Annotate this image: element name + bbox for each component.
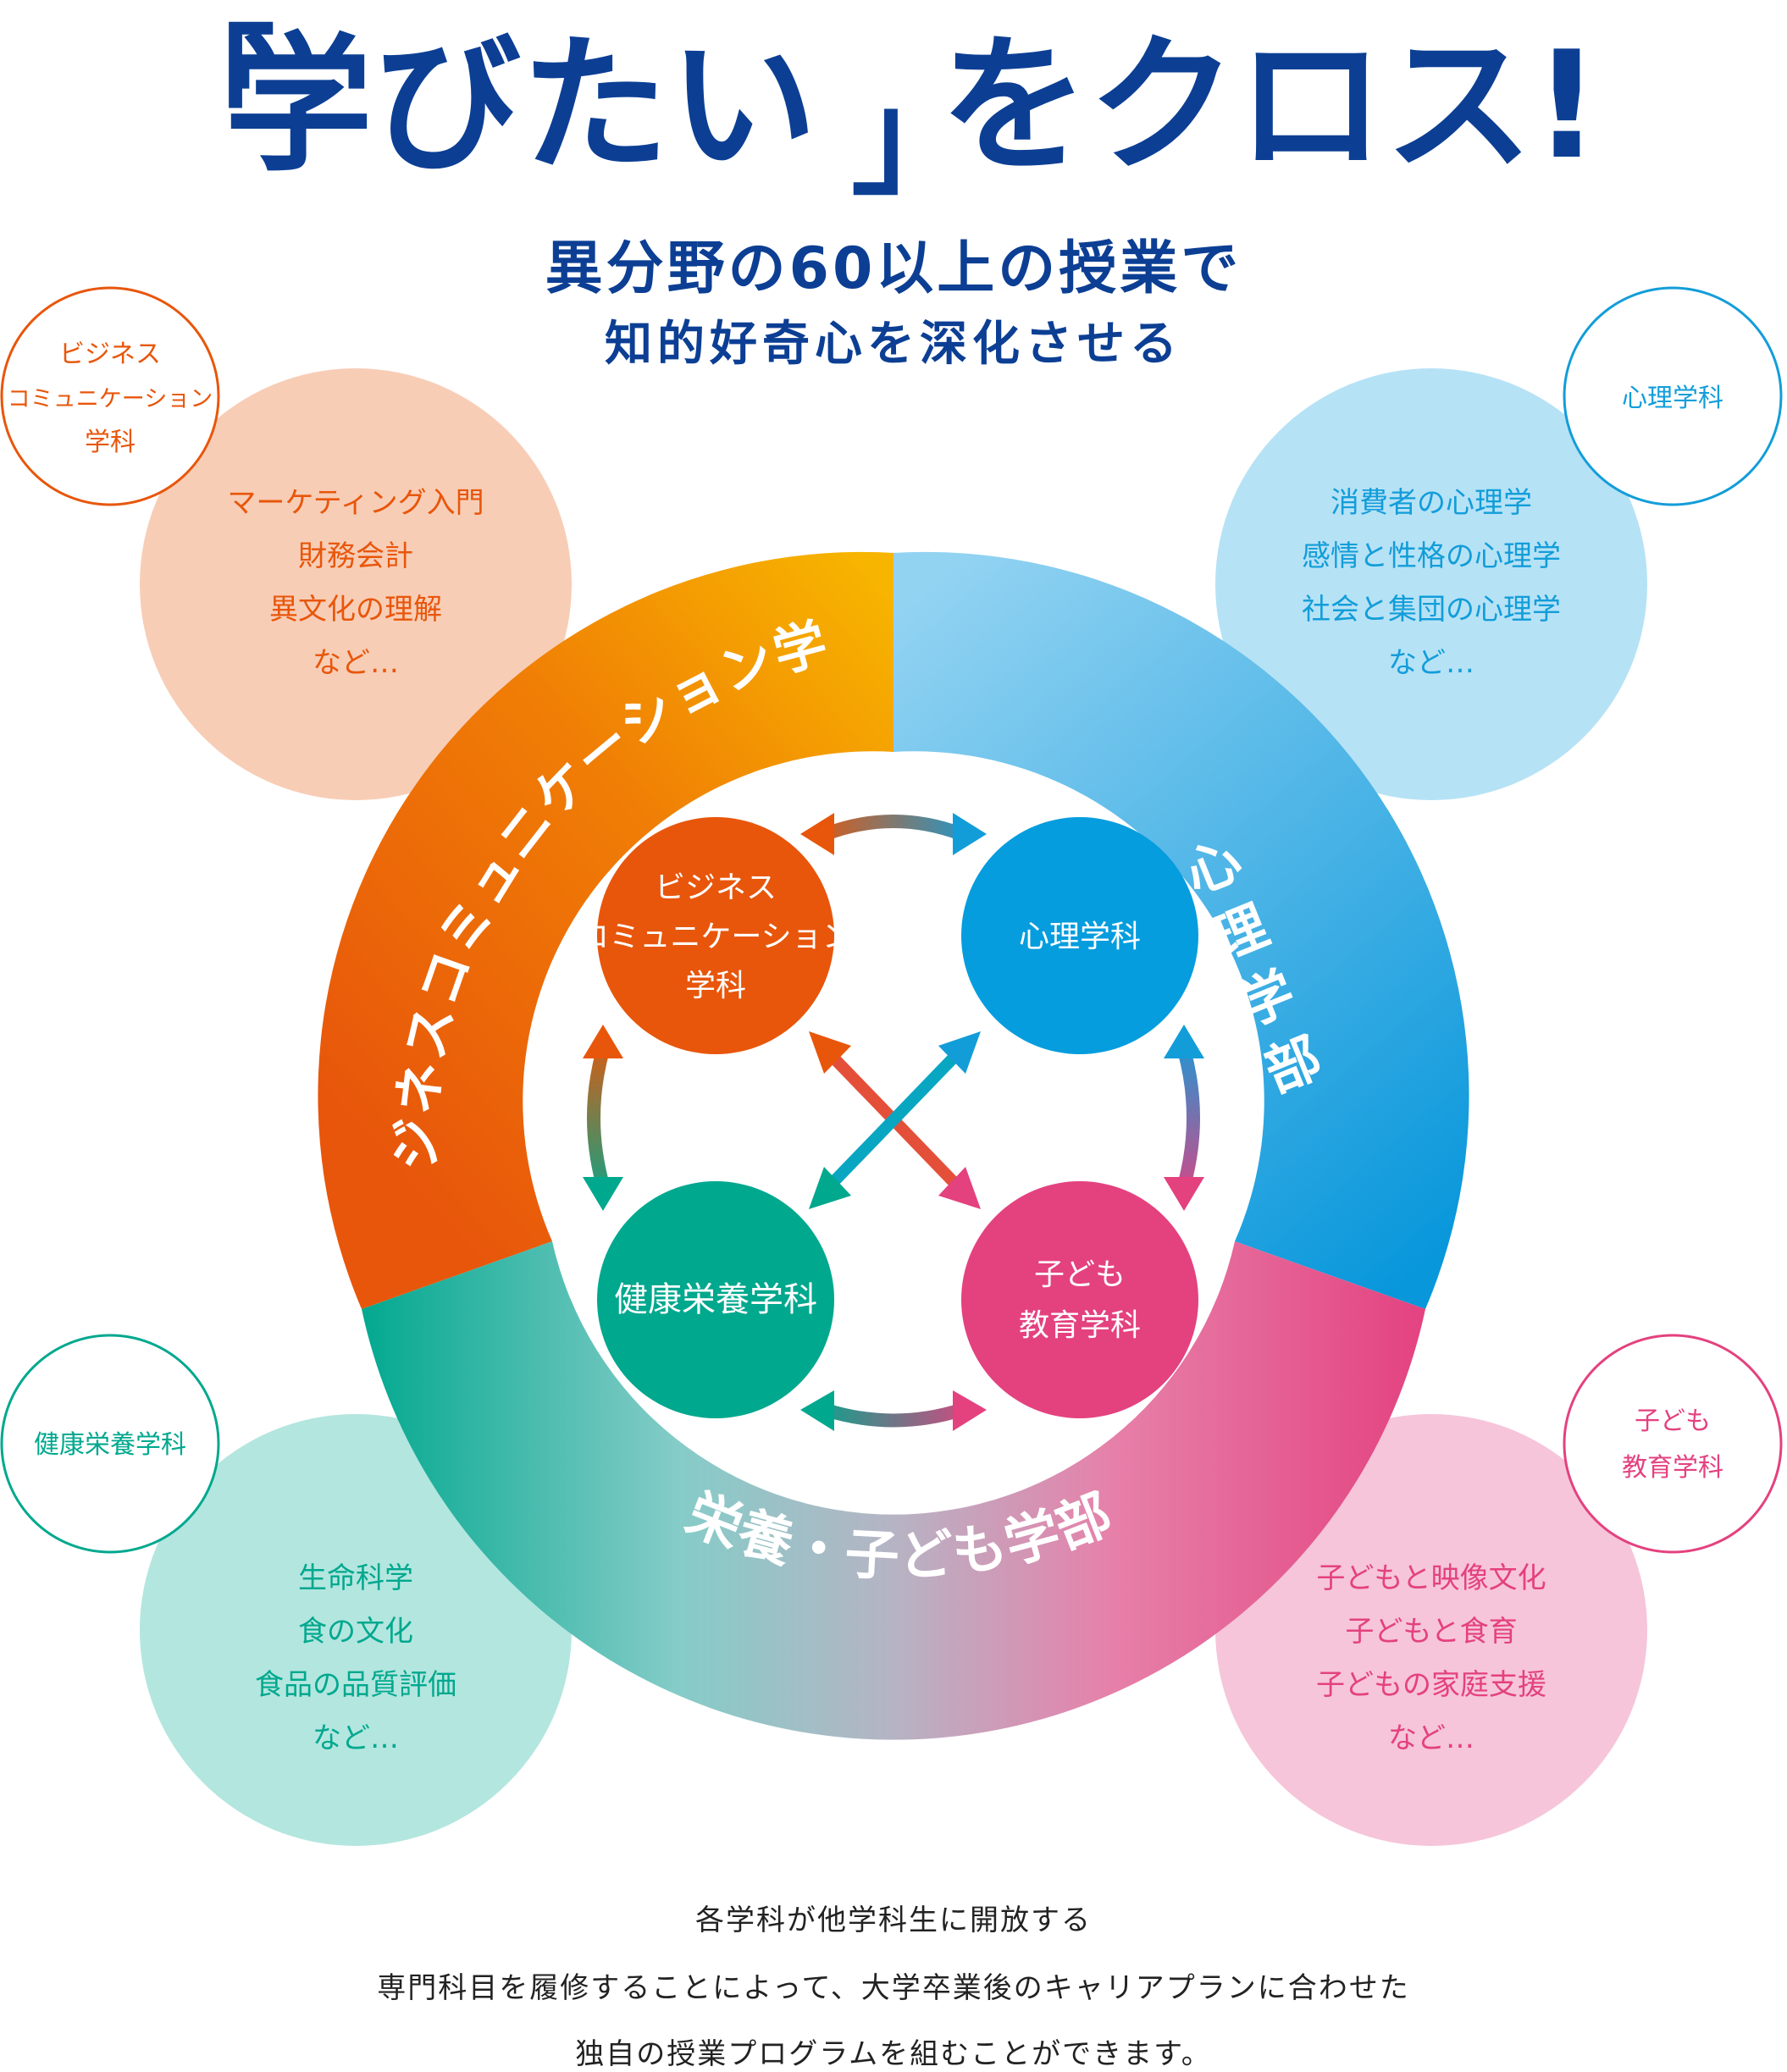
- ring-segment-psychology: [894, 551, 1469, 1309]
- label-ring-business-line2: コミュニケーション: [8, 386, 213, 412]
- department-child-line1: 子ども: [1034, 1257, 1126, 1292]
- course-item: 異文化の理解: [269, 593, 442, 627]
- label-ring-health-line1: 健康栄養学科: [34, 1430, 186, 1460]
- arrow-health-child: [800, 1390, 987, 1431]
- ring-segment-business: [318, 551, 894, 1309]
- label-ring-business-line3: 学科: [85, 428, 136, 457]
- department-circle-business: [597, 817, 834, 1054]
- department-psychology-line1: 心理学科: [1019, 920, 1141, 954]
- footer-line-2: 専門科目を履修することによって、大学卒業後のキャリアプランに合わせた: [377, 1971, 1410, 2005]
- headline-quote-word: 学びたい: [224, 20, 817, 192]
- headline-tail: をクロス!: [940, 20, 1601, 192]
- course-item: 食の文化: [298, 1615, 413, 1649]
- department-business-line3: 学科: [685, 969, 746, 1003]
- label-ring-business-line1: ビジネス: [59, 340, 161, 369]
- course-bubble-psychology: [1215, 368, 1647, 800]
- course-item: など…: [313, 1721, 399, 1755]
- label-ring-child-line1: 子ども: [1635, 1406, 1711, 1436]
- course-item: 消費者の心理学: [1331, 486, 1532, 520]
- department-child-line2: 教育学科: [1019, 1308, 1141, 1343]
- arrow-psychology-child: [1164, 1025, 1204, 1211]
- department-circle-psychology: [961, 817, 1198, 1054]
- arrows: [583, 813, 1204, 1431]
- course-item: など…: [1388, 646, 1474, 680]
- subtitle-line2: 知的好奇心を深化させる: [605, 317, 1182, 372]
- label-ring-psychology-line1: 心理学科: [1622, 384, 1723, 413]
- course-item: など…: [313, 646, 399, 680]
- department-business-line2: コミュニケーション: [578, 920, 852, 954]
- course-item: 子どもと食育: [1345, 1615, 1517, 1649]
- subtitle-line1: 異分野の60以上の授業で: [545, 235, 1242, 302]
- headline: 「 学びたい 」 をクロス!: [148, 14, 1601, 213]
- label-ring-child: 子ども 教育学科: [1563, 1334, 1783, 1554]
- label-ring-health: 健康栄養学科: [0, 1334, 220, 1554]
- footer-line-1: 各学科が他学科生に開放する: [695, 1903, 1092, 1937]
- label-ring-psychology: 心理学科: [1563, 286, 1783, 506]
- department-health-line1: 健康栄養学科: [614, 1280, 817, 1319]
- headline-quote-open: 「: [148, 14, 275, 162]
- course-list-child: 子どもと映像文化 子どもと食育 子どもの家庭支援 など…: [1316, 1561, 1546, 1755]
- arrow-cross-psychology-health: [809, 1031, 981, 1209]
- label-ring-child-line2: 教育学科: [1622, 1453, 1723, 1483]
- course-list-business: マーケティング入門 財務会計 異文化の理解 など…: [227, 486, 484, 680]
- course-list-psychology: 消費者の心理学 感情と性格の心理学 社会と集団の心理学 など…: [1302, 486, 1561, 680]
- course-bubble-business: [140, 368, 572, 800]
- course-item: など…: [1388, 1721, 1474, 1755]
- course-item: 生命科学: [298, 1561, 413, 1595]
- department-business-line1: ビジネス: [655, 870, 777, 905]
- course-item: 感情と性格の心理学: [1302, 539, 1561, 573]
- department-circle-child: [961, 1181, 1198, 1418]
- course-item: 子どもと映像文化: [1316, 1561, 1546, 1595]
- arrow-business-health: [583, 1025, 623, 1211]
- course-item: 食品の品質評価: [255, 1668, 456, 1702]
- label-ring-business: ビジネス コミュニケーション 学科: [0, 286, 220, 506]
- course-item: マーケティング入門: [227, 486, 484, 520]
- course-item: 財務会計: [298, 539, 413, 573]
- footer-line-3: 独自の授業プログラムを組むことができます。: [575, 2037, 1212, 2071]
- course-item: 子どもの家庭支援: [1316, 1668, 1546, 1702]
- course-list-health: 生命科学 食の文化 食品の品質評価 など…: [255, 1561, 456, 1755]
- ring-segment-nutrition-child: [362, 1241, 1425, 1740]
- arrow-business-psychology: [800, 813, 987, 855]
- course-item: 社会と集団の心理学: [1302, 593, 1561, 627]
- department-circle-health: [597, 1181, 834, 1418]
- headline-quote-close: 」: [851, 65, 978, 213]
